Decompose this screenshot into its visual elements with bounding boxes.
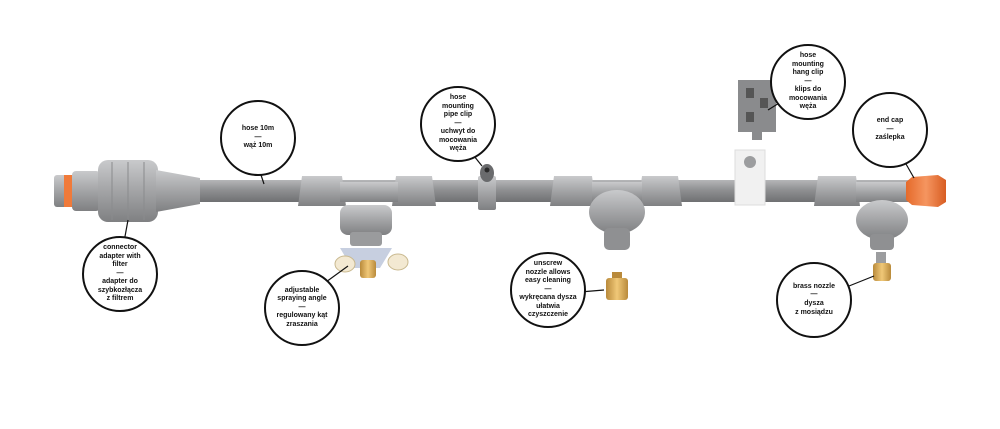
callout-text: hang clip bbox=[792, 69, 824, 77]
callout-text: zraszania bbox=[286, 320, 318, 328]
callout-text: ułatwia bbox=[536, 302, 560, 310]
callout-text: hose 10m bbox=[241, 125, 275, 133]
callout-end-cap: end cap — zaślepka bbox=[852, 92, 928, 168]
callout-text: — bbox=[116, 269, 124, 277]
callout-text: connector bbox=[103, 243, 137, 251]
callout-text: pipe clip bbox=[443, 111, 473, 119]
hang-clip bbox=[734, 80, 776, 206]
tee-right bbox=[856, 200, 908, 281]
callout-text: węża bbox=[799, 103, 817, 111]
connector-adapter bbox=[54, 160, 200, 222]
callout-text: — bbox=[886, 125, 894, 133]
pipe-clip bbox=[478, 164, 496, 210]
tee-double-nozzle bbox=[334, 205, 409, 278]
callout-text: end cap bbox=[876, 117, 904, 125]
callout-text: easy cleaning bbox=[525, 277, 571, 285]
callout-text: — bbox=[544, 285, 552, 293]
loose-brass-nozzle bbox=[606, 272, 628, 300]
callout-text: unscrew bbox=[533, 259, 563, 267]
callout-text: nozzle allows bbox=[525, 268, 571, 276]
callout-text: adapter with bbox=[99, 252, 141, 260]
callout-text: brass nozzle bbox=[792, 282, 835, 290]
callout-text: uchwyt do bbox=[440, 128, 476, 136]
callout-text: mounting bbox=[792, 60, 824, 68]
callout-text: mounting bbox=[442, 102, 474, 110]
callout-text: wąż 10m bbox=[243, 142, 273, 150]
callout-text: regulowany kąt bbox=[276, 312, 328, 320]
callout-text: hose bbox=[449, 93, 467, 101]
callout-text: — bbox=[804, 77, 812, 85]
callout-text: filter bbox=[112, 261, 128, 269]
callout-text: szybkozłącza bbox=[97, 286, 143, 294]
end-cap bbox=[906, 175, 946, 207]
callout-text: wykręcana dysza bbox=[519, 294, 577, 302]
callout-connector: connector adapter with filter — adapter … bbox=[82, 236, 158, 312]
callout-text: adjustable bbox=[284, 286, 320, 294]
callout-text: — bbox=[254, 133, 262, 141]
callout-spray-angle: adjustable spraying angle — regulowany k… bbox=[264, 270, 340, 346]
callout-text: z mosiądzu bbox=[795, 308, 833, 316]
callout-text: hose bbox=[799, 51, 817, 59]
callout-text: mocowania bbox=[788, 94, 828, 102]
main-pipe bbox=[150, 180, 920, 202]
callout-text: z filtrem bbox=[106, 295, 134, 303]
callout-text: adapter do bbox=[102, 278, 138, 286]
callout-text: — bbox=[298, 303, 306, 311]
callout-text: spraying angle bbox=[277, 295, 327, 303]
callout-text: — bbox=[810, 291, 818, 299]
callout-text: dysza bbox=[804, 300, 824, 307]
tee-middle bbox=[589, 190, 645, 250]
callout-text: czyszczenie bbox=[527, 311, 569, 319]
callout-pipe-clip: hose mounting pipe clip — uchwyt do moco… bbox=[420, 86, 496, 162]
callout-text: mocowania bbox=[438, 136, 478, 144]
callout-text: zaślepka bbox=[875, 134, 905, 142]
callout-text: węża bbox=[449, 145, 467, 153]
callout-text: — bbox=[454, 119, 462, 127]
callout-hose: hose 10m — wąż 10m bbox=[220, 100, 296, 176]
callout-brass-nozzle: brass nozzle — dysza z mosiądzu bbox=[776, 262, 852, 338]
callout-hang-clip: hose mounting hang clip — klips do mocow… bbox=[770, 44, 846, 120]
callout-text: klips do bbox=[794, 86, 822, 94]
callout-unscrew-nozzle: unscrew nozzle allows easy cleaning — wy… bbox=[510, 252, 586, 328]
